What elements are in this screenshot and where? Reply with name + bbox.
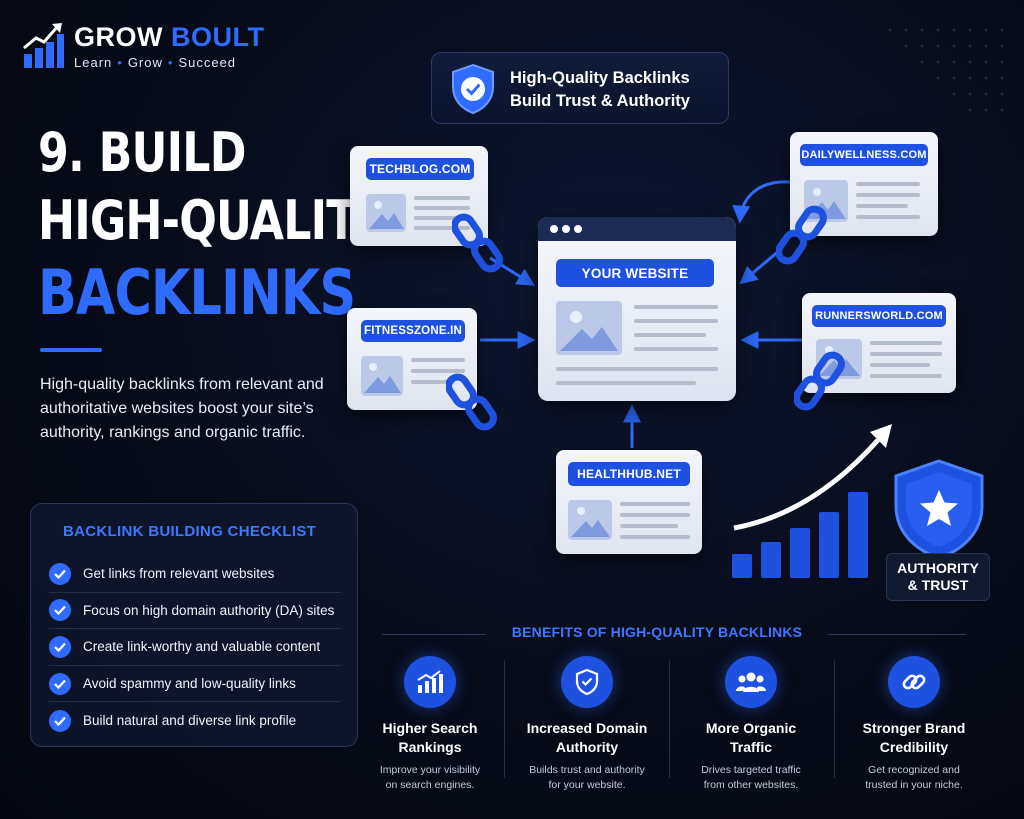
benefits-section-title: BENEFITS OF HIGH-QUALITY BACKLINKS [382, 624, 966, 644]
site-card-fitnesszone: FITNESSZONE.IN [347, 308, 477, 410]
title-line-3: BACKLINKS [38, 256, 356, 329]
check-label: Get links from relevant websites [83, 566, 275, 582]
link-icon [888, 656, 940, 708]
image-icon [361, 356, 403, 396]
check-label: Focus on high domain authority (DA) site… [83, 602, 335, 618]
image-icon [556, 301, 622, 355]
page-title: 9. BUILD HIGH-QUALITY BACKLINKS [38, 121, 388, 329]
check-icon [49, 635, 71, 658]
your-website-card: YOUR WEBSITE [538, 217, 736, 401]
title-underline [40, 348, 102, 352]
growth-bars-icon [732, 424, 892, 578]
check-list: Get links from relevant websites Focus o… [49, 556, 341, 739]
chain-link-icon [446, 373, 497, 431]
image-icon [366, 194, 406, 232]
check-icon [49, 562, 71, 585]
checklist-title: BACKLINK BUILDING CHECKLIST [63, 523, 317, 540]
site-label: FITNESSZONE.IN [361, 320, 465, 342]
check-label: Avoid spammy and low-quality links [83, 676, 296, 692]
shield-check-icon [452, 63, 494, 115]
site-label: TECHBLOG.COM [366, 158, 474, 180]
site-label: RUNNERSWORLD.COM [812, 305, 946, 327]
check-label: Build natural and diverse link profile [83, 713, 297, 729]
intro-text: High-quality backlinks from relevant and… [40, 376, 324, 441]
image-icon [568, 500, 612, 540]
chain-link-icon [452, 213, 503, 273]
title-line-2: HIGH-QUALITY [38, 189, 388, 252]
benefit-divider [669, 660, 670, 778]
trust-text: High-Quality Backlinks Build Trust & Aut… [510, 69, 690, 111]
title-line-1: 9. BUILD [38, 121, 246, 184]
authority-trust-badge: AUTHORITY & TRUST [886, 553, 990, 601]
site-label: HEALTHHUB.NET [568, 462, 690, 486]
check-item: Build natural and diverse link profile [49, 702, 341, 739]
browser-bar [538, 217, 736, 241]
benefit-divider [504, 660, 505, 778]
trust-card: High-Quality Backlinks Build Trust & Aut… [431, 52, 729, 124]
users-icon [725, 656, 777, 708]
benefit-divider [834, 660, 835, 778]
check-item: Create link-worthy and valuable content [49, 629, 341, 666]
site-label: DAILYWELLNESS.COM [800, 144, 928, 166]
check-item: Get links from relevant websites [49, 556, 341, 593]
check-icon [49, 709, 71, 732]
chain-link-icon [794, 351, 845, 411]
check-item: Focus on high domain authority (DA) site… [49, 593, 341, 630]
check-item: Avoid spammy and low-quality links [49, 666, 341, 703]
shield-icon [561, 656, 613, 708]
site-card-runnersworld: RUNNERSWORLD.COM [802, 293, 956, 393]
check-icon [49, 599, 71, 622]
check-icon [49, 672, 71, 695]
bar-chart-icon [404, 656, 456, 708]
your-website-label: YOUR WEBSITE [556, 259, 714, 287]
growth-chart-logo-icon [23, 23, 64, 68]
check-label: Create link-worthy and valuable content [83, 639, 321, 655]
brand-tagline: Learn•Grow•Succeed [74, 55, 237, 70]
brand-name: GROW BOULT [74, 22, 265, 52]
star-shield-icon [894, 459, 984, 560]
checklist-panel: BACKLINK BUILDING CHECKLIST Get links fr… [30, 503, 358, 747]
site-card-healthhub: HEALTHHUB.NET [556, 450, 702, 554]
chain-link-icon [776, 205, 827, 265]
dot-pattern-right [888, 28, 1004, 112]
site-card-techblog: TECHBLOG.COM [350, 146, 488, 246]
